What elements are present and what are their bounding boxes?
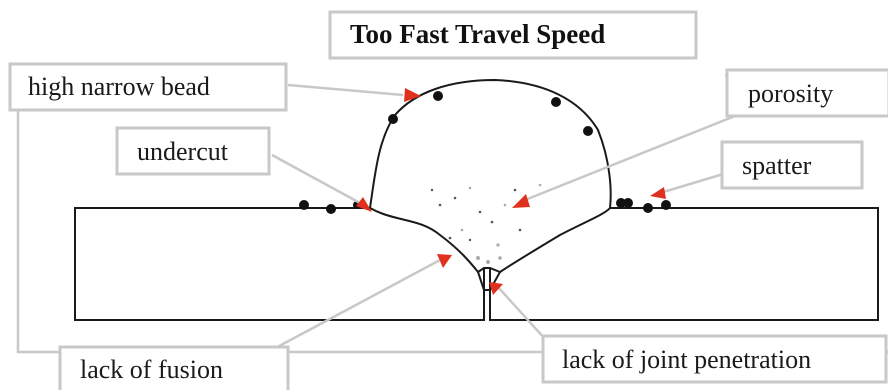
spatter-arrow (650, 187, 666, 199)
pore-speck (478, 210, 482, 214)
porosity-leader (524, 106, 756, 202)
undercut-leader (271, 153, 361, 205)
pore-speck (518, 228, 522, 232)
pore-speck (438, 203, 442, 207)
spatter-frame (720, 140, 864, 190)
pore-speck (476, 256, 480, 260)
spatter-dot (433, 91, 443, 101)
porosity-arrow (512, 194, 530, 208)
label-spatter: spatter (720, 140, 864, 190)
lack-of-joint-penetration-frame (541, 334, 888, 384)
lack-of-joint-penetration-label: lack of joint penetration (562, 345, 811, 374)
root-gap (477, 271, 501, 320)
porosity-frame (725, 68, 888, 118)
pore-speck (430, 188, 434, 192)
lack-of-fusion-leader (267, 258, 441, 354)
root-gap-fill (485, 292, 489, 322)
weld-bead-profile (368, 78, 612, 274)
pore-speck (513, 188, 517, 192)
pore-speck (468, 186, 472, 190)
high-narrow-bead-arrow (404, 88, 421, 102)
lack-of-fusion-arrow (437, 254, 452, 268)
pore-speck (498, 256, 502, 260)
label-lack-of-fusion: lack of fusion (58, 345, 290, 390)
left-plate (74, 207, 485, 321)
spatter-dot (388, 114, 398, 124)
porosity-specks (430, 183, 542, 264)
spatter-dot (326, 204, 336, 214)
pore-speck (486, 260, 490, 264)
undercut-frame (115, 126, 271, 176)
spatter-dot (623, 198, 633, 208)
pore-speck (468, 238, 472, 242)
spatter-dot (583, 126, 593, 136)
spatter-dot (299, 200, 309, 210)
right-plate (489, 207, 879, 321)
base-plates (74, 207, 879, 321)
high-narrow-bead-label: high narrow bead (28, 72, 210, 101)
label-porosity: porosity (725, 68, 888, 118)
undercut-label: undercut (137, 137, 229, 166)
high-narrow-bead-frame (8, 62, 288, 112)
pore-speck (496, 243, 500, 247)
leader-lines (267, 83, 756, 354)
undercut-arrow (356, 197, 372, 212)
diagram-title: Too Fast Travel Speed (350, 19, 605, 49)
label-lack-of-joint-penetration: lack of joint penetration (541, 334, 888, 384)
spatter-dot (551, 97, 561, 107)
spatter-dot (616, 198, 626, 208)
porosity-label: porosity (748, 79, 833, 108)
pore-speck (503, 203, 507, 207)
label-undercut: undercut (115, 126, 271, 176)
pore-speck (538, 183, 542, 187)
spatter-leader (659, 170, 731, 195)
label-high-narrow-bead: high narrow bead (8, 62, 288, 112)
pore-speck (490, 220, 494, 224)
title-frame (328, 10, 698, 60)
spatter-label: spatter (742, 151, 812, 180)
lack-of-joint-penetration-arrow (489, 282, 503, 295)
spatter-dot (661, 200, 671, 210)
spatter-dot (643, 203, 653, 213)
lack-of-fusion-label: lack of fusion (80, 355, 223, 384)
pore-speck (460, 228, 464, 232)
lack-of-fusion-frame (58, 345, 290, 390)
arrowheads (356, 88, 666, 295)
high-narrow-bead-leader (287, 83, 404, 97)
pore-speck (453, 196, 457, 200)
title-box: Too Fast Travel Speed (328, 10, 698, 60)
pore-speck (448, 236, 452, 240)
